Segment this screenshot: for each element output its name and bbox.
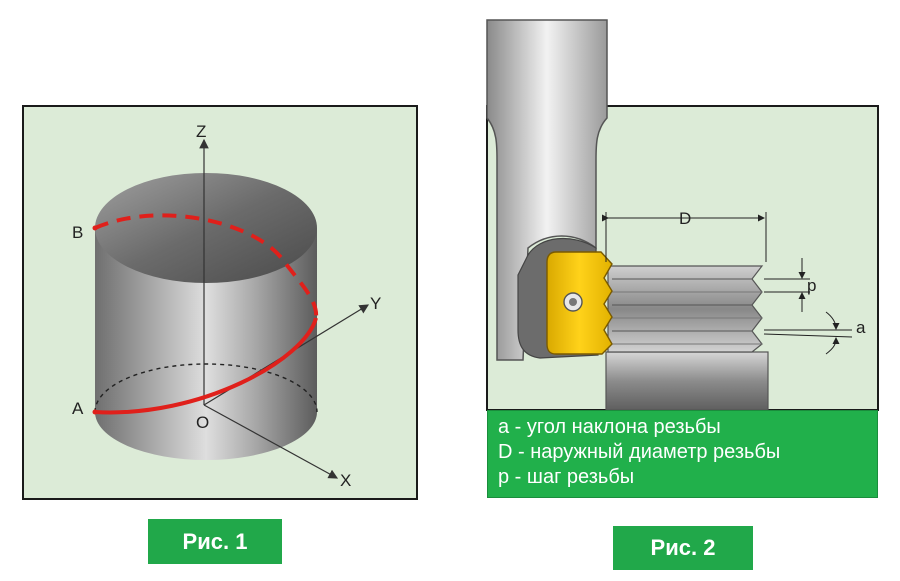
insert-screw-hole <box>569 298 577 306</box>
dimension-d-label: D <box>679 209 691 228</box>
figure-2-diagram: D p a <box>486 19 879 411</box>
cylinder-hidden-edge <box>94 363 318 413</box>
figure-1-caption: Рис. 1 <box>148 519 282 564</box>
figure-2-legend: a - угол наклона резьбы D - наружный диа… <box>487 410 878 498</box>
point-a-label: A <box>72 399 84 418</box>
angle-a-arrow-top <box>825 311 840 330</box>
figure-1-diagram: Z Y X O A B <box>22 105 418 500</box>
angle-a-line-2 <box>763 333 853 338</box>
z-axis-label: Z <box>196 122 206 141</box>
legend-item-pitch: p - шаг резьбы <box>498 466 635 488</box>
legend-item-diameter: D - наружный диаметр резьбы <box>498 441 781 463</box>
x-axis-label: X <box>340 471 351 490</box>
point-b-label: B <box>72 223 83 242</box>
threaded-section <box>607 265 764 353</box>
x-axis <box>203 404 339 479</box>
helix-hidden-curve <box>94 213 319 319</box>
cylinder-top <box>95 173 317 283</box>
dimension-p-label: p <box>807 276 816 295</box>
helix-visible-curve <box>94 317 318 415</box>
point-a-marker <box>92 409 98 415</box>
origin-label: O <box>196 413 209 432</box>
angle-a-arrow-bottom <box>825 337 840 355</box>
angle-a-label: a <box>856 318 866 337</box>
legend-item-angle: a - угол наклона резьбы <box>498 416 721 438</box>
workpiece-shaft <box>605 351 769 411</box>
point-b-marker <box>92 225 98 231</box>
figure-2-caption: Рис. 2 <box>613 526 753 570</box>
tool-holder <box>486 19 608 361</box>
y-axis-label: Y <box>370 294 381 313</box>
cylinder-body <box>95 228 317 460</box>
